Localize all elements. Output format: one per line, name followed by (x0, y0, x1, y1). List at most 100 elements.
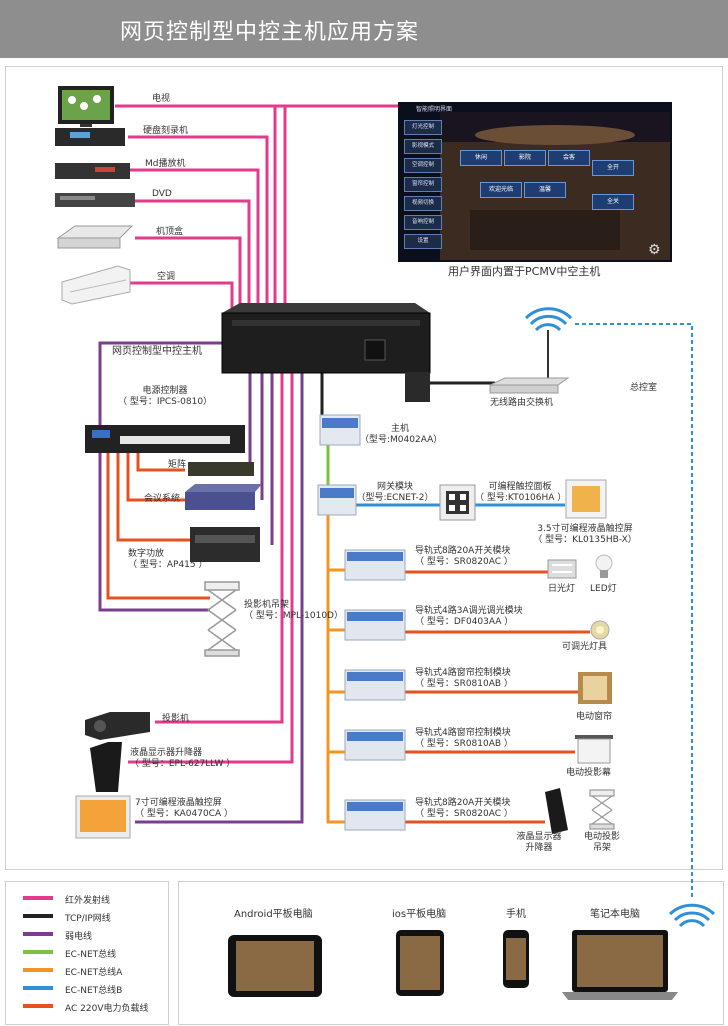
ui-button-meeting[interactable]: 会客 (548, 150, 590, 166)
module-3-name: 导轨式4路窗帘控制模块 (415, 668, 511, 678)
legend-swatch (23, 914, 53, 918)
ir-line-dvr (128, 135, 269, 322)
ui-side-button-1[interactable]: 灯光控制 (404, 120, 442, 135)
ui-panel-caption: 用户界面内置于PCMV中空主机 (448, 265, 601, 278)
din-modules (344, 549, 406, 831)
ui-button-leisure[interactable]: 休闲 (460, 150, 502, 166)
client-label-laptop: 笔记本电脑 (590, 909, 640, 920)
wifi-icon-top (524, 307, 573, 332)
main-unit-icon (319, 414, 361, 446)
dvr-icon (55, 128, 125, 146)
legend-swatch (23, 950, 53, 954)
din-module-2 (344, 609, 406, 641)
module-1-name: 导轨式8路20A开关模块 (415, 546, 511, 556)
gateway-label: 网关模块 （型号:ECNET-2） (355, 482, 435, 504)
control-room-label: 总控室 (630, 383, 658, 393)
ui-button-all-on[interactable]: 全开 (592, 160, 634, 176)
legend: 红外发射线 TCP/IP网线 弱电线 EC-NET总线 EC-NET总线A EC… (5, 881, 167, 1023)
host-label: 网页控制型中控主机 (112, 346, 202, 357)
ui-side-button-3[interactable]: 空调控制 (404, 158, 442, 173)
din-module-5 (344, 799, 406, 831)
dimmer-lamp-label: 可调光灯具 (562, 642, 608, 652)
conference-system-icon (185, 484, 262, 510)
touch35-model: （ 型号：KL0135HB-X） (533, 535, 637, 545)
power-controller-name: 电源控制器 (142, 386, 188, 396)
legend-swatch (23, 932, 53, 936)
conference-label: 会议系统 (144, 494, 181, 504)
matrix-icon (188, 462, 254, 476)
legend-label: EC-NET总线 (65, 950, 117, 960)
ir-line-lcd (128, 360, 294, 764)
projector-icon (85, 712, 150, 740)
page-title: 网页控制型中控主机应用方案 (120, 20, 420, 45)
module-2-label: 导轨式4路3A调光调光模块 （ 型号：DF0403AA ） (415, 606, 523, 628)
screen-label: 电动投影幕 (566, 768, 612, 778)
legend-label: EC-NET总线B (65, 986, 123, 996)
module-1-model: （ 型号：SR0820AC ） (415, 557, 513, 567)
client-label-android: Android平板电脑 (234, 909, 313, 920)
ui-button-all-off[interactable]: 全关 (592, 194, 634, 210)
md-player-icon (55, 163, 130, 179)
projector-lift-model: （ 型号：MPL-1010D） (244, 611, 343, 621)
ui-side-button-4[interactable]: 窗帘控制 (404, 177, 442, 192)
laptop-icon (562, 930, 678, 1000)
main-unit-label: 主机 （型号:M0402AA） (360, 424, 442, 446)
gateway-model: （型号:ECNET-2） (356, 493, 434, 503)
ui-button-welcome[interactable]: 欢迎光临 (480, 182, 522, 198)
wifi-link (575, 323, 693, 900)
curtain-icon (578, 672, 612, 704)
amplifier-name: 数字功放 (128, 549, 165, 559)
projector-lift-name: 投影机吊架 (244, 600, 290, 610)
ui-panel-header: 智能照明界面 (416, 106, 453, 113)
fluorescent-label: 日光灯 (548, 584, 576, 594)
android-tablet-icon (228, 935, 322, 997)
touch-panel-name: 可编程触控面板 (488, 482, 552, 492)
touch-panel-label: 可编程触控面板 （ 型号:KT0106HA ） (475, 482, 566, 504)
gateway-name: 网关模块 (376, 482, 413, 492)
module-4-name: 导轨式4路窗帘控制模块 (415, 728, 511, 738)
fluorescent-lamp-icon (547, 559, 577, 579)
client-label-phone: 手机 (506, 909, 526, 920)
din-module-3 (344, 669, 406, 701)
legend-label: TCP/IP网线 (65, 914, 111, 924)
stb-label: 机顶盒 (156, 227, 184, 237)
md-label: Md播放机 (145, 159, 186, 169)
projection-screen-icon (575, 735, 613, 764)
legend-label: AC 220V电力负载线 (65, 1004, 149, 1014)
touch7-model: （ 型号：KA0470CA ） (135, 809, 233, 819)
title-bar (0, 0, 728, 58)
module-1-label: 导轨式8路20A开关模块 （ 型号：SR0820AC ） (415, 546, 513, 568)
legend-swatch (23, 1004, 53, 1008)
ui-side-button-2[interactable]: 影视模式 (404, 139, 442, 154)
projector-lift-icon (204, 581, 240, 657)
lcd-lift-icon (90, 742, 122, 792)
tv-label: 电视 (152, 94, 171, 104)
ui-side-button-7[interactable]: 设置 (404, 234, 442, 249)
touch7-name: 7寸可编程液晶触控屏 (135, 798, 222, 808)
proj-lift-load-label: 电动投影 吊架 (583, 832, 620, 853)
ui-button-cinema[interactable]: 影院 (504, 150, 546, 166)
ui-side-button-5[interactable]: 视频切换 (404, 196, 442, 211)
legend-label: 弱电线 (65, 932, 93, 942)
ir-line-projector (155, 360, 284, 724)
module-2-model: （ 型号：DF0403AA ） (415, 617, 514, 627)
ui-button-warm[interactable]: 温馨 (524, 182, 566, 198)
led-lamp-icon (595, 554, 613, 578)
router-icon (489, 330, 570, 394)
module-4-label: 导轨式4路窗帘控制模块 （ 型号：SR0810AB ） (415, 728, 513, 750)
dvr-label: 硬盘刻录机 (143, 126, 189, 136)
ui-side-button-6[interactable]: 音响控制 (404, 215, 442, 230)
ir-line-ui (273, 104, 398, 322)
module-5-name: 导轨式8路20A开关模块 (415, 798, 511, 808)
ir-line-dvd (135, 199, 251, 322)
lcd-lift-load-label: 液晶显示器 升降器 (516, 832, 562, 853)
module-2-name: 导轨式4路3A调光调光模块 (415, 606, 523, 616)
ui-gear-icon[interactable]: ⚙ (648, 242, 661, 258)
lcd-lift-label: 液晶显示器升降器 （ 型号：EPL-627LLW ） (130, 748, 235, 770)
projector-lift-load-icon (589, 789, 615, 830)
touch-panel-icon (439, 484, 476, 521)
power-controller-model: （ 型号：IPCS-0810） (117, 397, 213, 407)
lcd-lift-load-icon (545, 788, 568, 834)
ac-line-lift (106, 453, 210, 600)
